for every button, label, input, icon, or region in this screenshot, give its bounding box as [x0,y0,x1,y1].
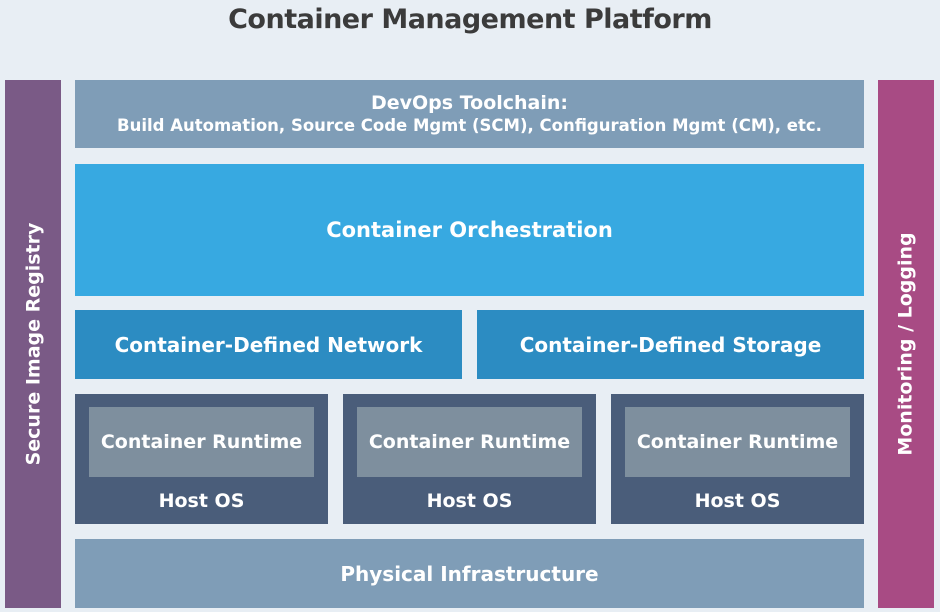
host-block-3: Container Runtime Host OS [611,394,864,524]
devops-toolchain-layer: DevOps Toolchain: Build Automation, Sour… [75,80,864,148]
container-runtime-box: Container Runtime [89,407,314,477]
host-os-label: Host OS [158,490,245,512]
host-os-label: Host OS [426,490,513,512]
container-orchestration-layer: Container Orchestration [75,164,864,296]
container-network-layer: Container-Defined Network [75,310,462,379]
network-label: Container-Defined Network [114,332,423,357]
host-os-label: Host OS [694,490,781,512]
orchestration-label: Container Orchestration [326,218,613,242]
monitoring-logging-label: Monitoring / Logging [895,232,918,456]
storage-label: Container-Defined Storage [519,332,822,357]
devops-subtitle: Build Automation, Source Code Mgmt (SCM)… [117,116,822,135]
secure-image-registry-bar: Secure Image Registry [5,80,61,608]
secure-image-registry-label: Secure Image Registry [22,222,44,466]
physical-infrastructure-layer: Physical Infrastructure [75,539,864,608]
container-runtime-box: Container Runtime [357,407,582,477]
container-runtime-box: Container Runtime [625,407,850,477]
physical-infrastructure-label: Physical Infrastructure [340,561,599,586]
host-block-1: Container Runtime Host OS [75,394,328,524]
diagram-title: Container Management Platform [228,4,712,35]
devops-title: DevOps Toolchain: [370,92,569,114]
host-block-2: Container Runtime Host OS [343,394,596,524]
container-storage-layer: Container-Defined Storage [477,310,864,379]
monitoring-logging-bar: Monitoring / Logging [878,80,934,608]
